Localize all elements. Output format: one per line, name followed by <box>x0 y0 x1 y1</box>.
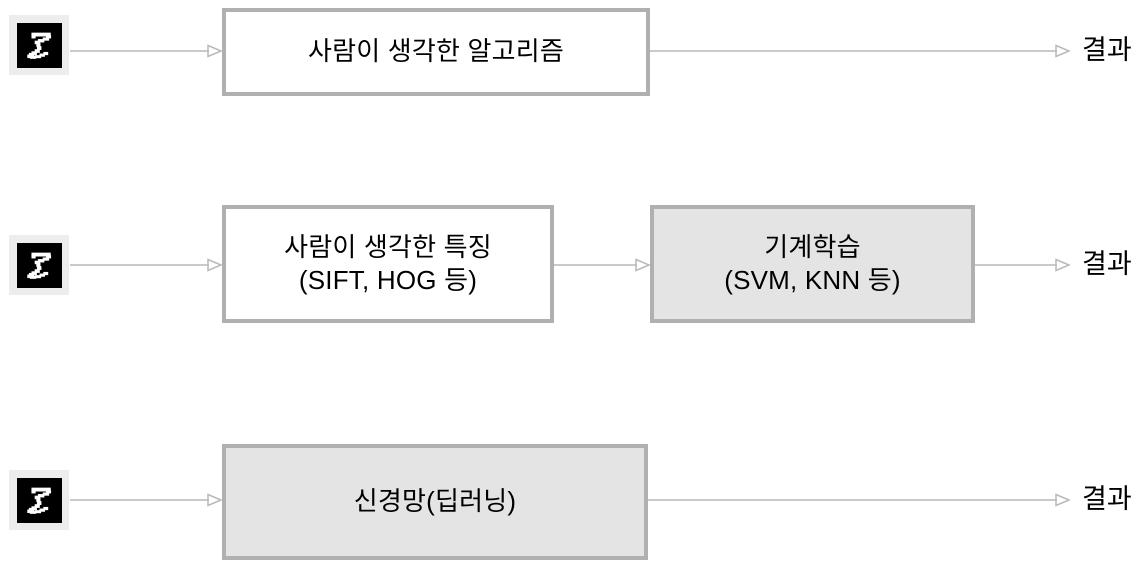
box-human-algorithm[interactable]: 사람이 생각한 알고리즘 <box>222 8 650 96</box>
digit-canvas <box>16 477 62 523</box>
box-human-features-label: 사람이 생각한 특징 (SIFT, HOG 등) <box>284 231 492 295</box>
connector-input-to-box-1 <box>70 44 223 58</box>
box-neural-network[interactable]: 신경망(딥러닝) <box>222 444 648 560</box>
digit-canvas <box>16 242 62 288</box>
digit-canvas <box>16 22 62 68</box>
connector-neural-network-to-result <box>648 493 1071 507</box>
result-label-row-1: 결과 <box>1082 35 1132 65</box>
box-machine-learning[interactable]: 기계학습 (SVM, KNN 등) <box>650 205 975 323</box>
handwritten-digit-5-image <box>9 15 69 75</box>
box-neural-network-label: 신경망(딥러닝) <box>353 486 517 517</box>
box-human-features[interactable]: 사람이 생각한 특징 (SIFT, HOG 등) <box>222 205 554 323</box>
connector-input-to-neural-network <box>70 493 223 507</box>
pipeline-row-2: 사람이 생각한 특징 (SIFT, HOG 등) 기계학습 (SVM, KNN … <box>0 195 1148 335</box>
box-human-algorithm-label: 사람이 생각한 알고리즘 <box>307 36 565 67</box>
connector-ml-to-result <box>975 258 1071 272</box>
connector-box-1-to-result <box>650 44 1071 58</box>
box-machine-learning-label: 기계학습 (SVM, KNN 등) <box>724 231 901 295</box>
connector-input-to-features-box <box>70 258 223 272</box>
pipeline-row-1: 사람이 생각한 알고리즘 결과 <box>0 0 1148 120</box>
connector-features-to-ml <box>554 258 651 272</box>
result-label-row-3: 결과 <box>1082 484 1132 514</box>
handwritten-digit-5-image <box>9 235 69 295</box>
pipeline-row-3: 신경망(딥러닝) 결과 <box>0 440 1148 572</box>
result-label-row-2: 결과 <box>1082 249 1132 279</box>
handwritten-digit-5-image <box>9 470 69 530</box>
